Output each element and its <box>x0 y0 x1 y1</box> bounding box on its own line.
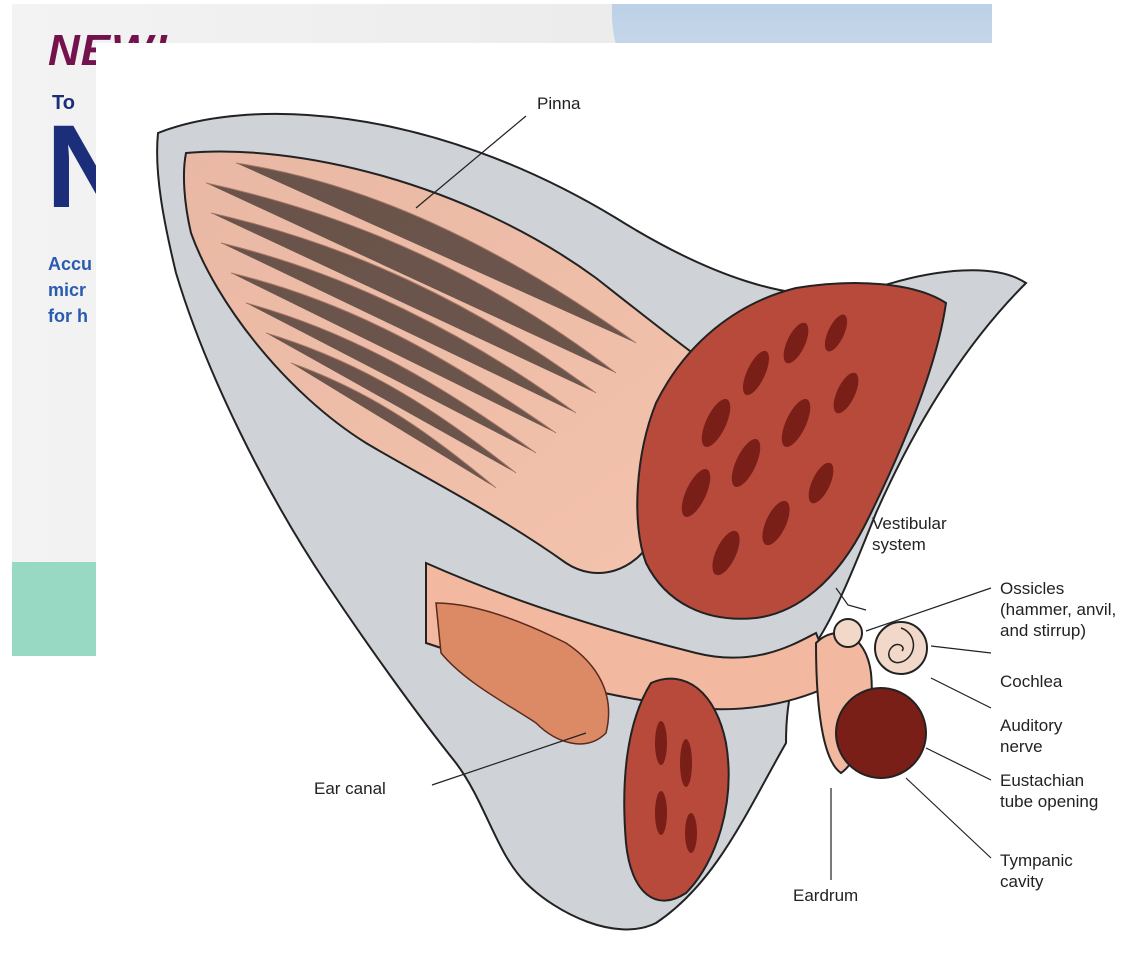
ad-text-line-3: for h <box>48 306 88 327</box>
ad-text-line-1: Accu <box>48 254 92 275</box>
label-eustachian-tube-2: tube opening <box>1000 791 1098 812</box>
ad-text-line-2: micr <box>48 280 86 301</box>
label-ossicles-2: (hammer, anvil, <box>1000 599 1116 620</box>
eustachian-opening <box>836 688 926 778</box>
ossicles <box>834 619 862 647</box>
label-vestibular-system-1: Vestibular <box>872 513 947 534</box>
label-auditory-nerve-2: nerve <box>1000 736 1043 757</box>
label-eustachian-tube-1: Eustachian <box>1000 770 1084 791</box>
cochlea <box>875 622 927 674</box>
label-tympanic-cavity-2: cavity <box>1000 871 1043 892</box>
label-cochlea: Cochlea <box>1000 671 1062 692</box>
label-tympanic-cavity-1: Tympanic <box>1000 850 1073 871</box>
label-vestibular-system-2: system <box>872 534 926 555</box>
label-ossicles-3: and stirrup) <box>1000 620 1086 641</box>
label-ear-canal: Ear canal <box>314 778 386 799</box>
ear-illustration <box>96 43 1140 953</box>
label-pinna: Pinna <box>537 93 580 114</box>
label-eardrum: Eardrum <box>793 885 858 906</box>
label-auditory-nerve-1: Auditory <box>1000 715 1062 736</box>
label-ossicles-1: Ossicles <box>1000 578 1064 599</box>
ear-anatomy-diagram: Pinna Vestibular system Ossicles (hammer… <box>96 43 1140 953</box>
